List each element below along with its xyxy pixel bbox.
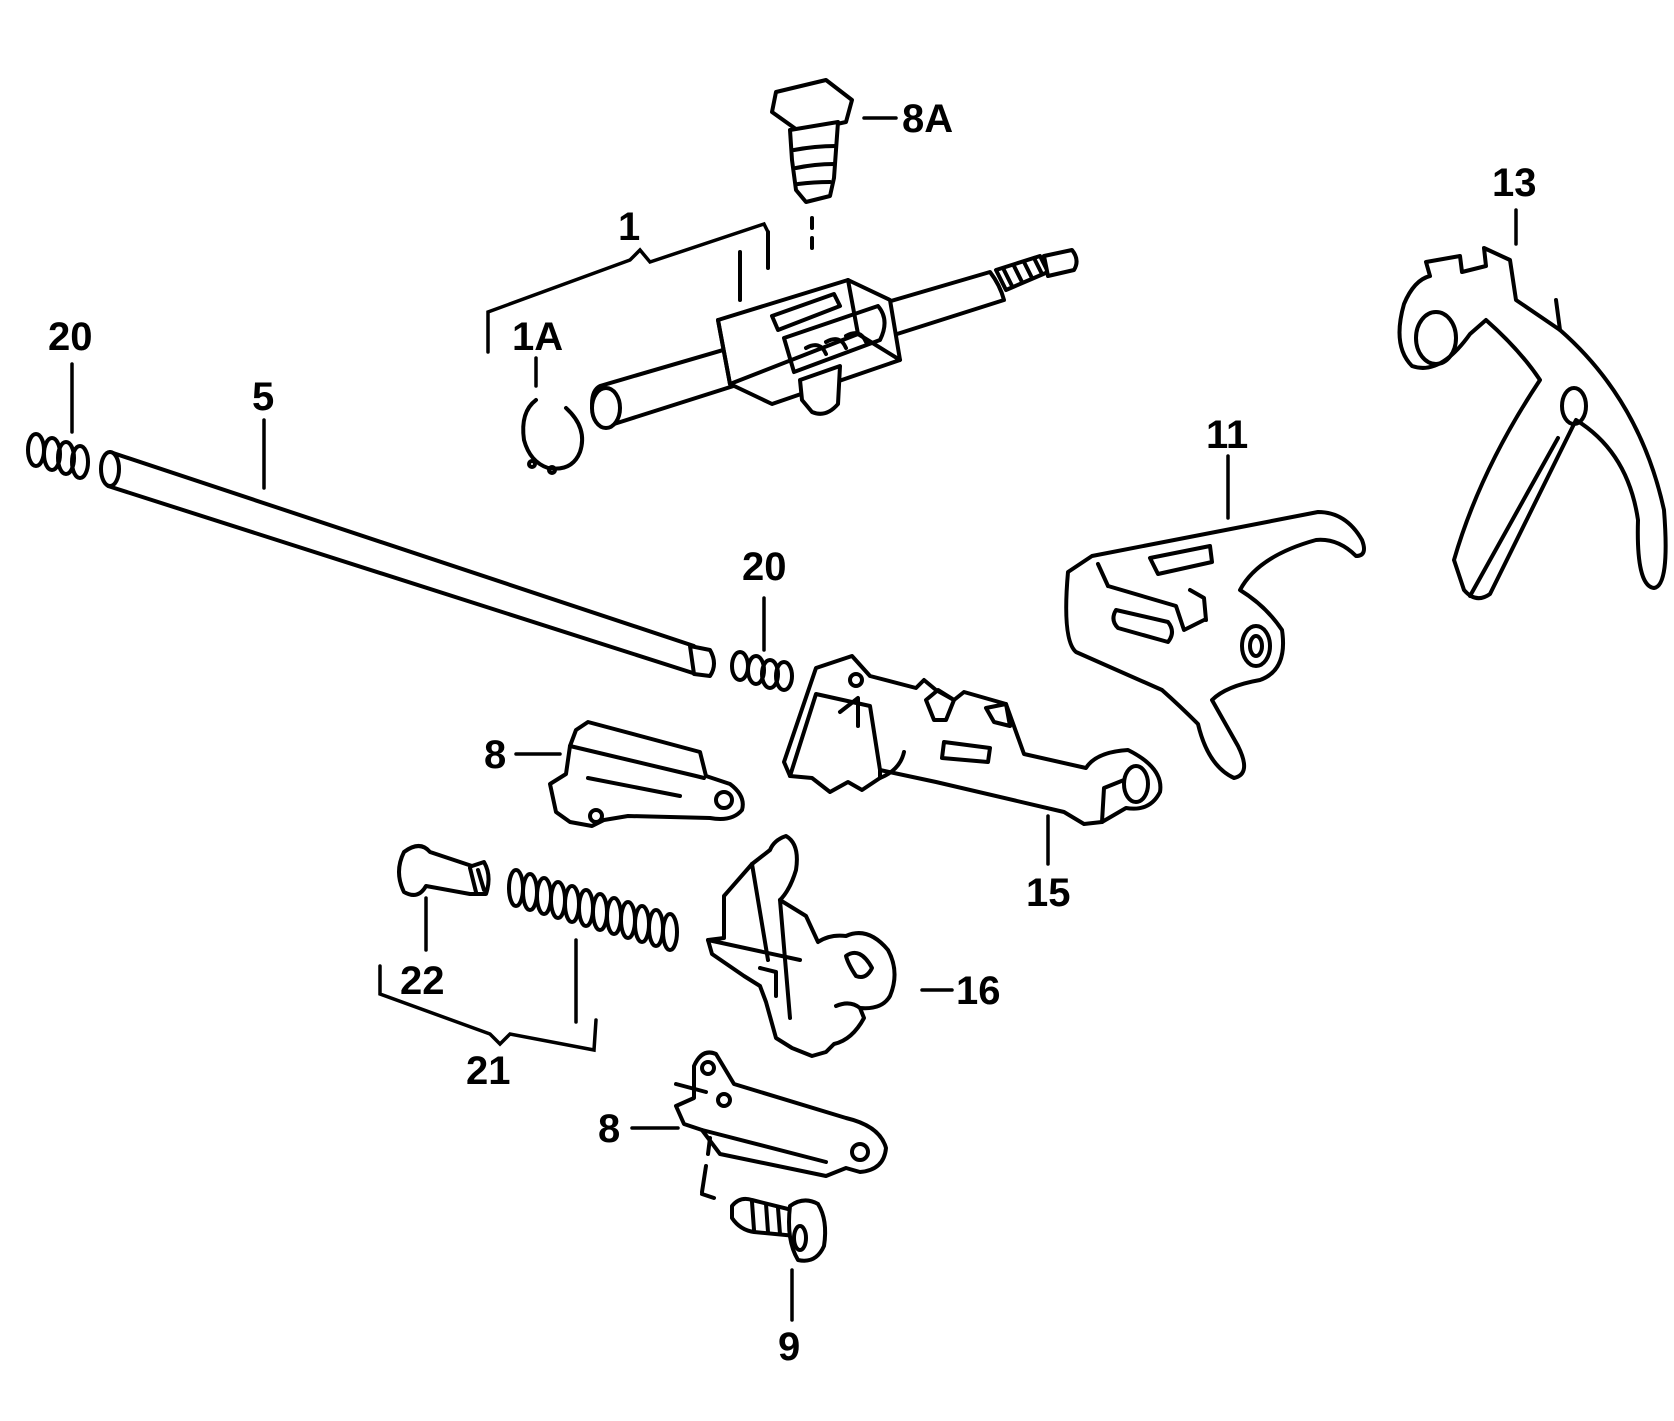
- bracket-1: [486, 221, 770, 354]
- callout-1: 1: [618, 205, 640, 249]
- callout-8-lower: 8: [598, 1107, 620, 1151]
- callout-11: 11: [1206, 413, 1248, 457]
- callout-15: 15: [1026, 871, 1071, 915]
- callout-21: 21: [466, 1049, 511, 1093]
- callout-8-upper: 8: [484, 733, 506, 777]
- callout-20-top: 20: [48, 315, 93, 359]
- part-20-spring-mid: [730, 650, 794, 692]
- callout-5: 5: [252, 375, 274, 419]
- callout-9: 9: [778, 1325, 800, 1369]
- part-8a-plug: [770, 78, 854, 250]
- callout-22: 22: [400, 959, 445, 1003]
- part-21-spring: [507, 868, 679, 952]
- part-1a-circlip: [521, 398, 585, 475]
- part-9-bolt: [730, 1196, 828, 1263]
- part-11-shift-fork: [1064, 510, 1366, 780]
- callout-16: 16: [956, 969, 1001, 1013]
- callout-1a: 1A: [512, 315, 563, 359]
- part-8-plate-upper: [548, 720, 745, 828]
- part-16-selector-finger: [706, 834, 897, 1058]
- callout-20-mid: 20: [742, 545, 787, 589]
- bracket-21: [378, 964, 598, 1053]
- callout-8a: 8A: [902, 97, 953, 141]
- part-5-rod: [99, 450, 716, 678]
- part-20-spring-top: [26, 432, 90, 480]
- part-13-shift-fork: [1397, 246, 1668, 601]
- part-1-selector-shaft: [590, 230, 1079, 430]
- callout-13: 13: [1492, 161, 1537, 205]
- part-8-plate-lower: [674, 1050, 888, 1200]
- part-15-selector-rail: [782, 654, 1163, 826]
- part-22-plunger: [397, 844, 491, 897]
